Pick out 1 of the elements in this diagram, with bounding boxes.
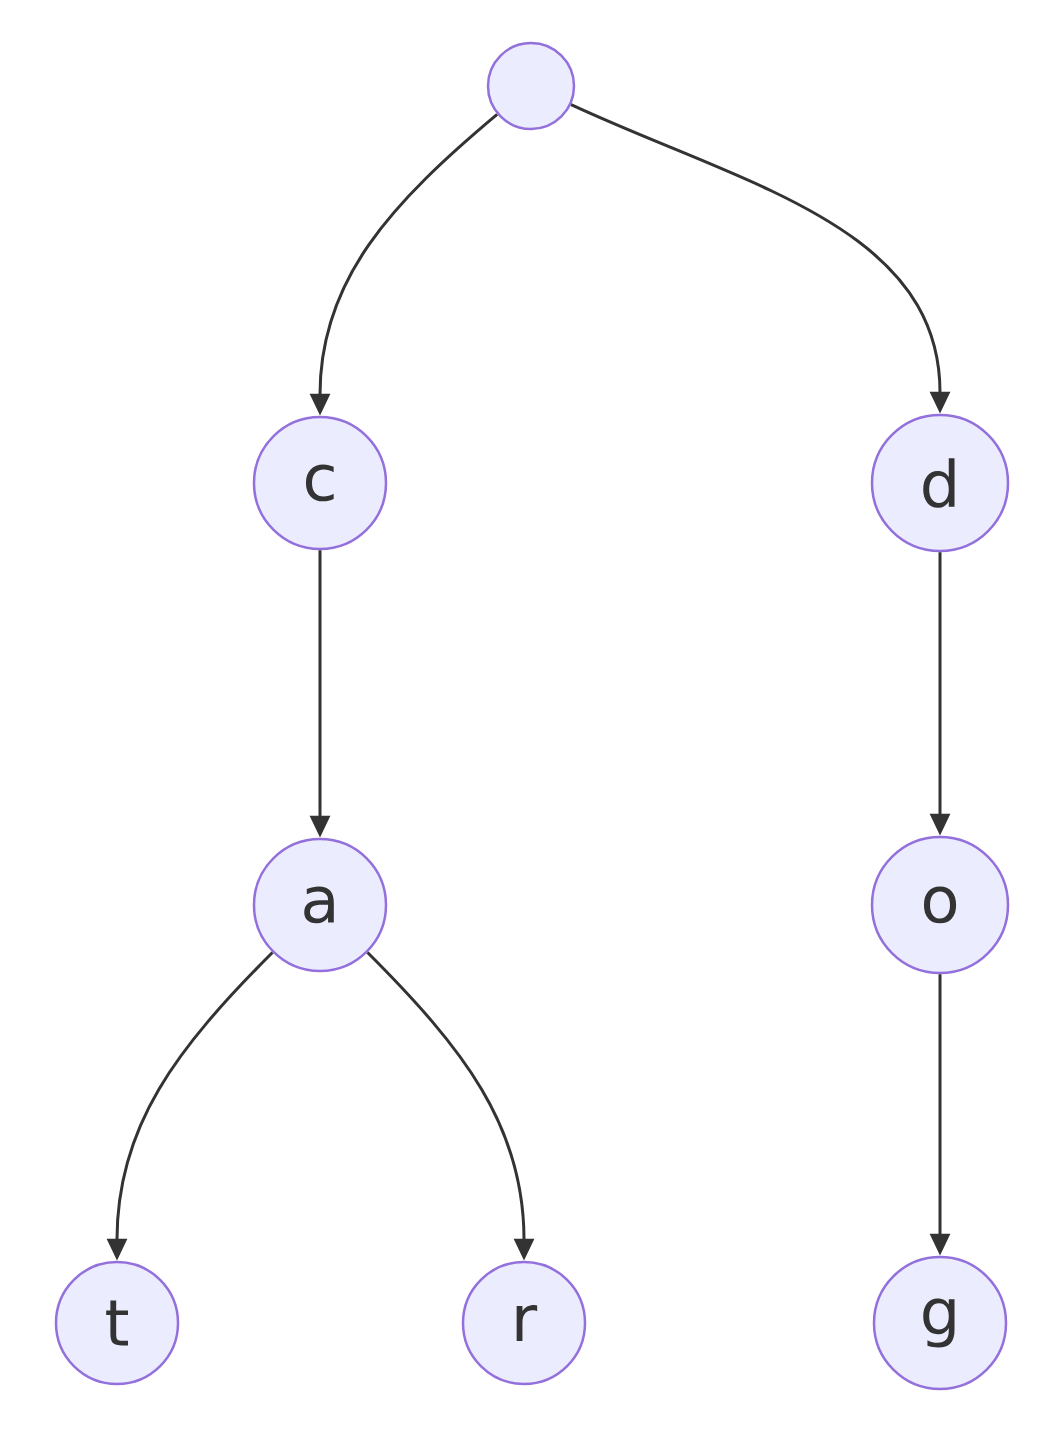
empty-circle: [486, 41, 576, 131]
